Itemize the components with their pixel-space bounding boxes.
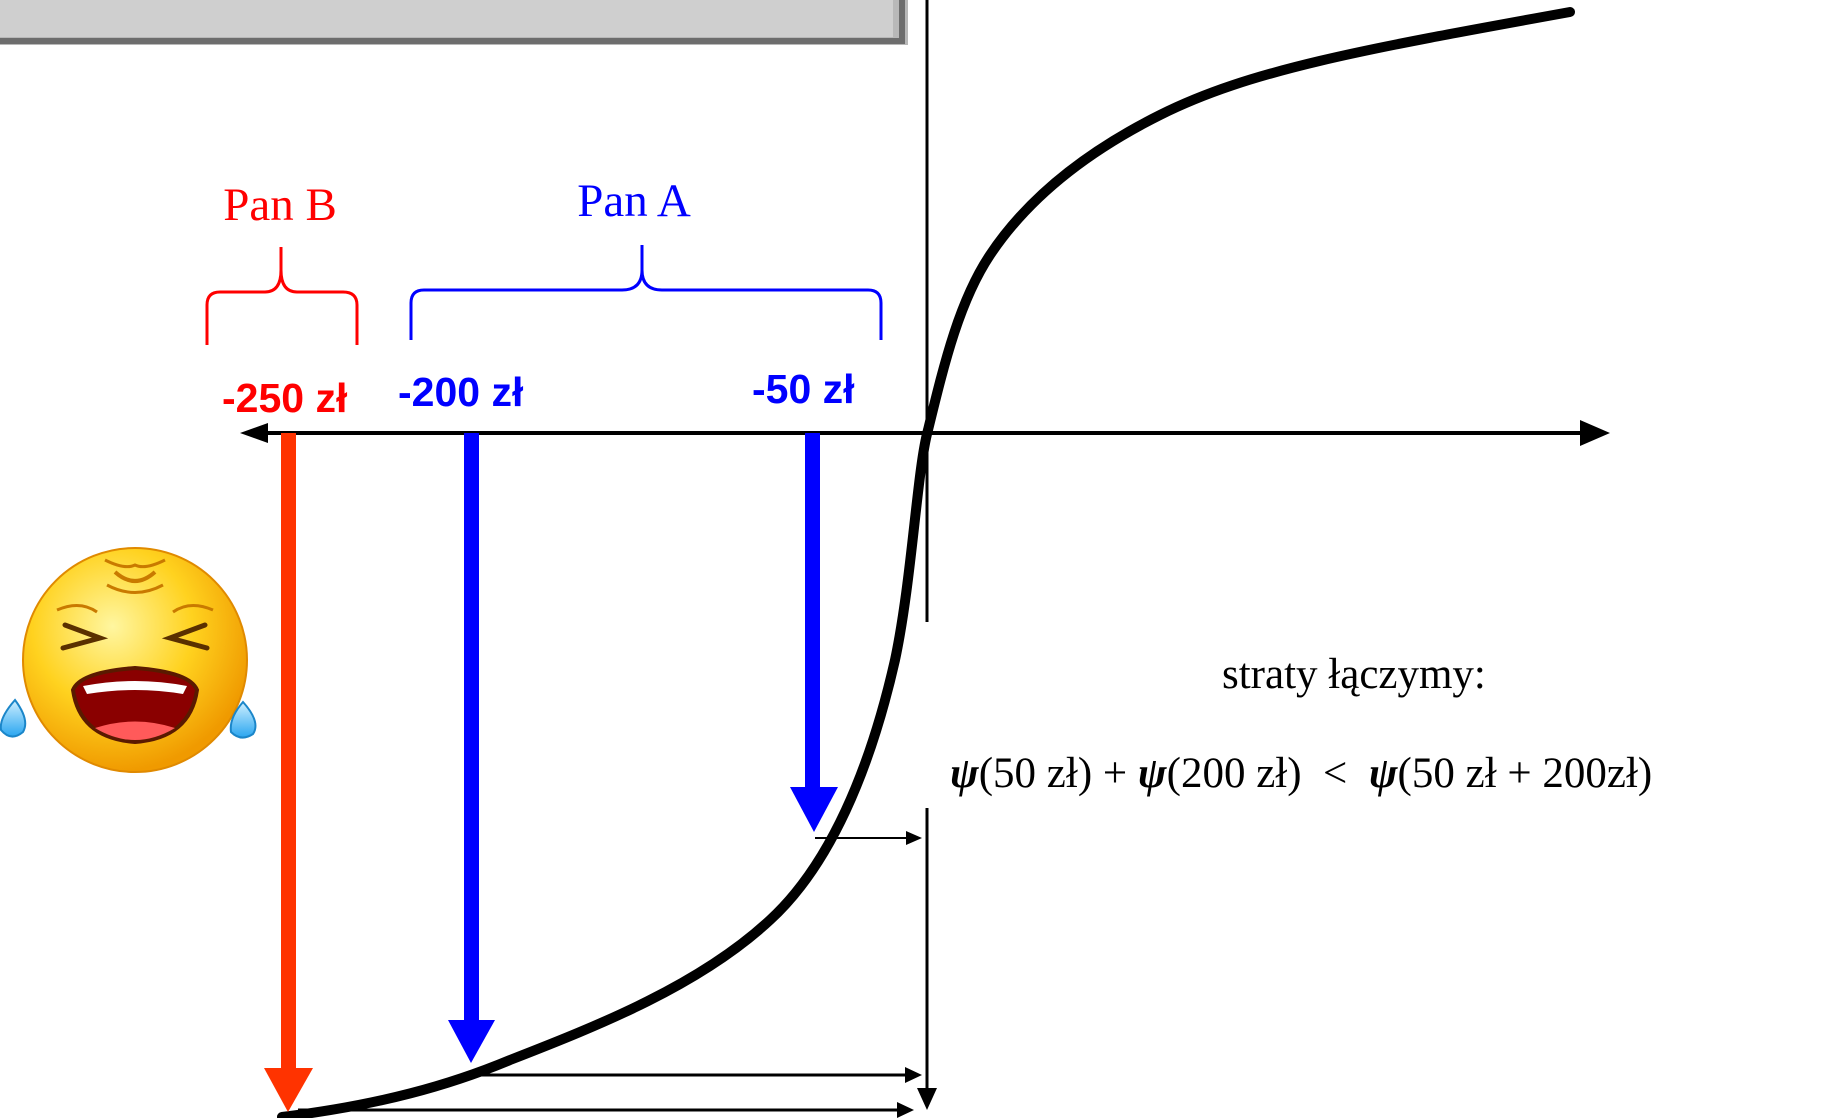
pan-a-brace — [409, 245, 883, 340]
psi-symbol: ψ — [1138, 750, 1167, 797]
loss-250-arrow — [264, 433, 313, 1112]
loss-50-arrow — [790, 433, 838, 832]
formula: ψ(50 zł) + ψ(200 zł) < ψ(50 zł + 200zł) — [950, 750, 1652, 797]
formula-part-2: (200 zł) < — [1167, 750, 1369, 797]
formula-part-3: (50 zł + 200zł) — [1398, 750, 1653, 797]
loss-200-arrow — [448, 433, 495, 1063]
axis-arrow-right — [1580, 420, 1610, 446]
loss-50-label: -50 zł — [752, 366, 855, 412]
pan-a-label: Pan A — [577, 175, 691, 227]
losses-note: straty łączymy: — [1222, 651, 1486, 698]
formula-part-1: (50 zł) + — [979, 750, 1138, 797]
value-function-curve — [277, 7, 1575, 1118]
projection-arrows — [298, 808, 937, 1118]
pan-b-brace — [205, 247, 359, 345]
loss-250-label: -250 zł — [222, 375, 348, 421]
psi-symbol: ψ — [950, 750, 979, 797]
psi-symbol: ψ — [1369, 750, 1398, 797]
pan-b-label: Pan B — [223, 179, 337, 231]
loss-200-label: -200 zł — [398, 369, 524, 415]
top-panel-fragment — [0, 0, 908, 45]
projection-down-arrow — [917, 1088, 937, 1110]
axis-arrow-left — [240, 423, 268, 443]
crying-face-icon — [0, 547, 257, 773]
